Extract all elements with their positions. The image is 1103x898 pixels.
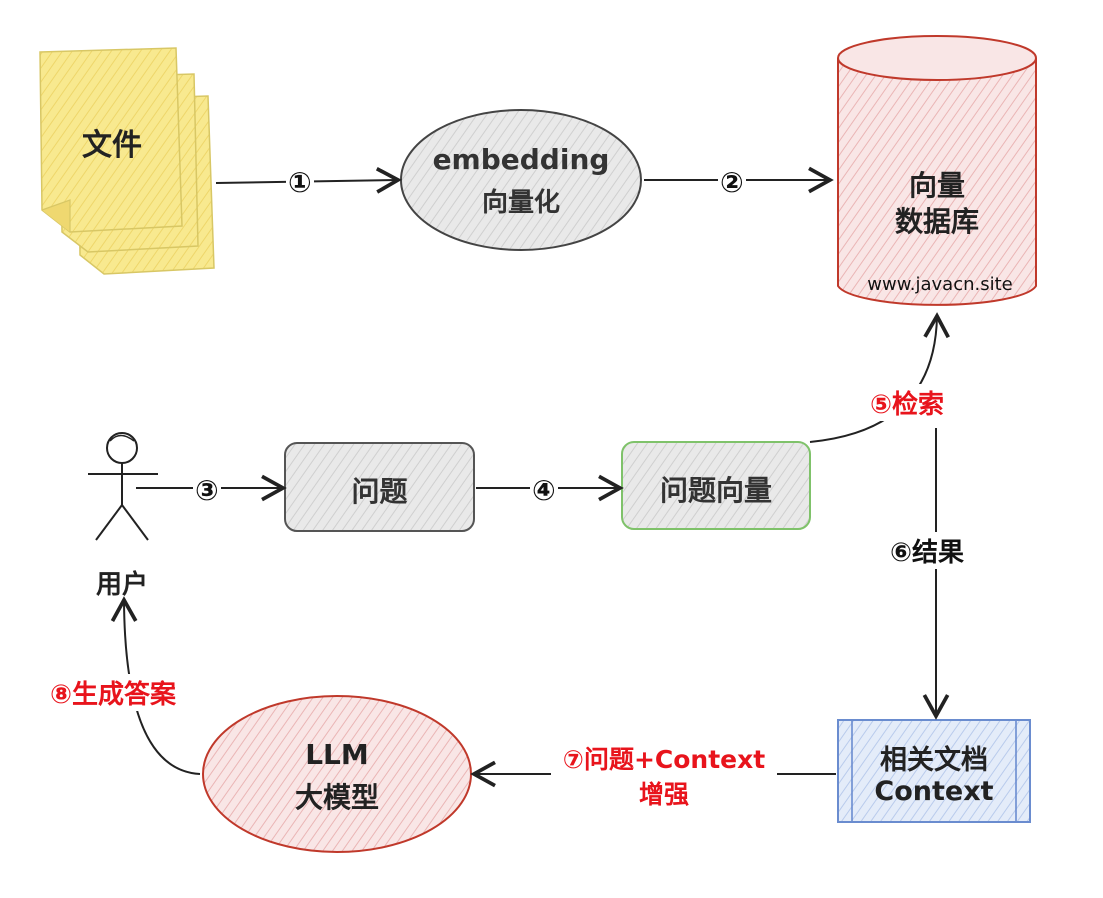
vector-db-site: www.javacn.site: [867, 274, 1013, 295]
vector-db-label-line2: 数据库: [894, 205, 979, 238]
related-docs-node: [837, 719, 1031, 823]
step-2-label: ②: [718, 166, 746, 199]
vector-db-node: [837, 35, 1037, 306]
vector-db-label-line1: 向量: [908, 169, 965, 202]
embedding-label-line2: 向量化: [481, 188, 560, 218]
file-label: 文件: [82, 128, 142, 163]
llm-node: [202, 695, 472, 853]
arrow-qvector-to-db: [809, 312, 950, 443]
llm-label-line2: 大模型: [294, 781, 379, 814]
step-8-label: ⑧生成答案: [48, 674, 179, 711]
step-5-label: ⑤检索: [868, 384, 947, 421]
file-stack-icon: [39, 47, 215, 275]
step-7-label-line2: 增强: [551, 775, 777, 811]
embedding-label-line1: embedding: [432, 143, 610, 176]
user-figure-icon: [88, 432, 158, 541]
step-6-label: ⑥结果: [888, 532, 967, 569]
llm-label-line1: LLM: [305, 738, 369, 771]
related-docs-label-line1: 相关文档: [880, 745, 988, 776]
question-label: 问题: [351, 475, 408, 508]
step-7-label-line1: ⑦问题+Context: [551, 740, 777, 776]
arrow-llm-to-user: [110, 596, 201, 775]
embedding-node: [400, 109, 642, 251]
step-1-label: ①: [286, 166, 314, 199]
step-4-label: ④: [530, 474, 558, 507]
user-label: 用户: [95, 570, 148, 600]
step-3-label: ③: [193, 474, 221, 507]
question-vector-label: 问题向量: [659, 474, 772, 507]
related-docs-label-line2: Context: [874, 776, 994, 807]
